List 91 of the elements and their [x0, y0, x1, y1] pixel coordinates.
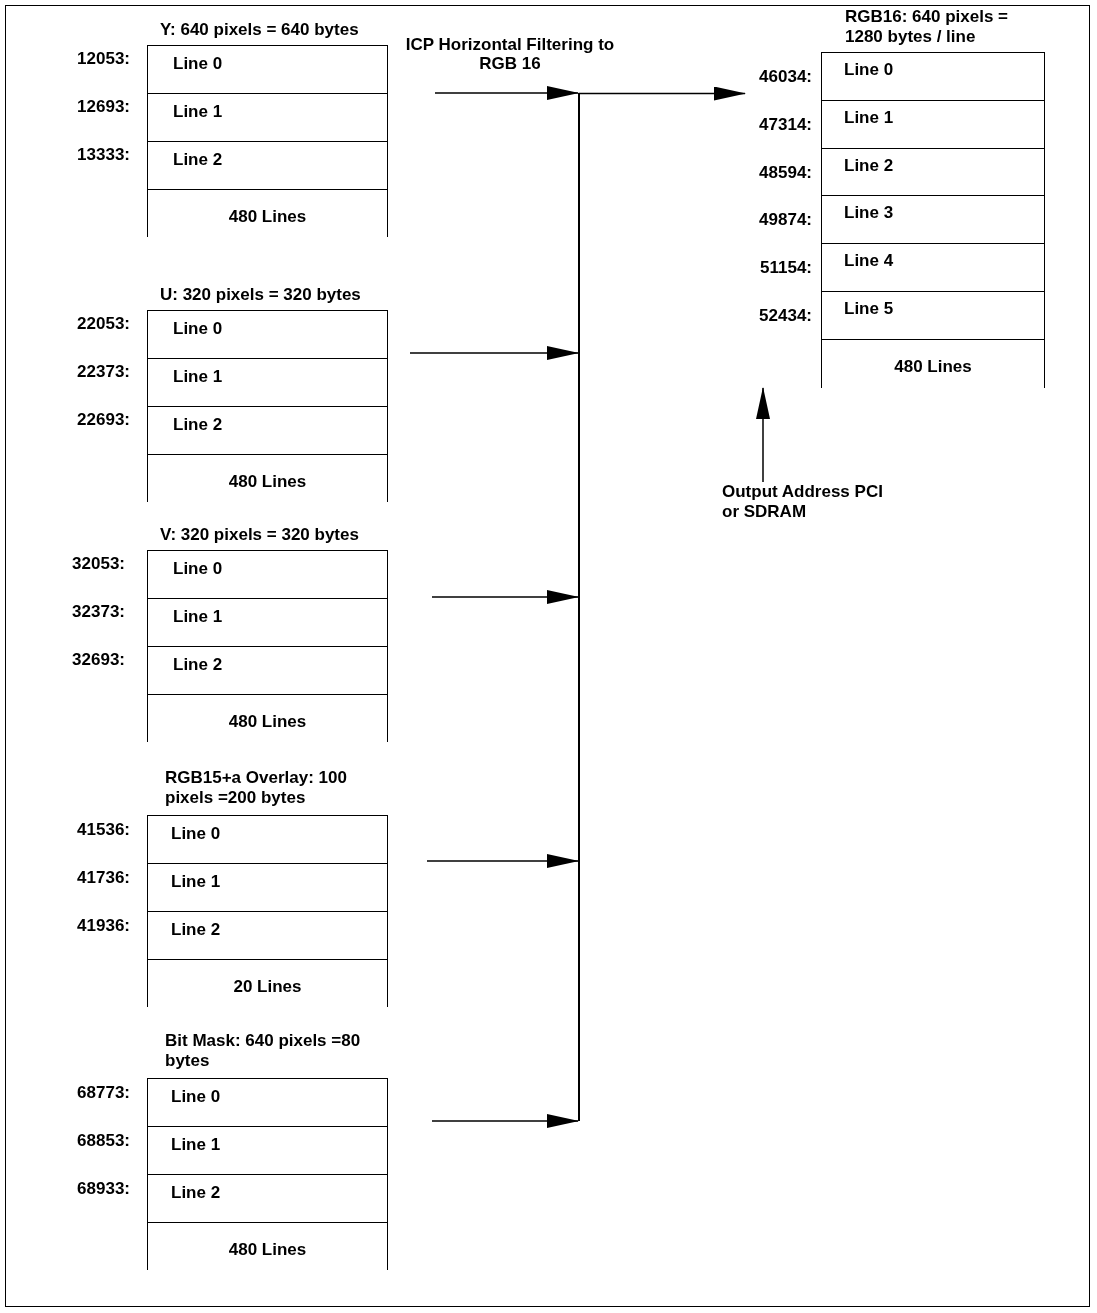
- row-label: 480 Lines: [893, 357, 973, 377]
- memory-row: [147, 310, 388, 358]
- address-label: 48594:: [759, 163, 812, 183]
- arrow: [431, 1114, 579, 1128]
- address-label: 32373:: [72, 602, 125, 622]
- edge-label: ICP Horizontal Filtering to RGB 16: [404, 35, 616, 73]
- memory-row: [147, 189, 388, 237]
- row-label: 480 Lines: [227, 712, 308, 732]
- row-label: Line 0: [171, 824, 221, 844]
- address-label: 46034:: [759, 67, 812, 87]
- memory-row: [147, 141, 388, 189]
- row-label: Line 2: [173, 415, 223, 435]
- arrow: [434, 86, 579, 100]
- memory-row: [147, 358, 388, 406]
- address-label: 47314:: [759, 115, 812, 135]
- row-label: Line 2: [171, 920, 221, 940]
- buffer-heading: RGB15+a Overlay: 100 pixels =200 bytes: [165, 768, 348, 808]
- memory-row: [147, 911, 388, 959]
- memory-row: [147, 550, 388, 598]
- memory-row: [147, 45, 388, 93]
- buffer-heading: Bit Mask: 640 pixels =80 bytes: [165, 1031, 362, 1071]
- address-label: 22373:: [77, 362, 130, 382]
- address-label: 12053:: [77, 49, 130, 69]
- row-label: Line 0: [173, 559, 223, 579]
- address-label: 12693:: [77, 97, 130, 117]
- memory-row: [147, 454, 388, 502]
- row-label: Line 0: [844, 60, 894, 80]
- memory-row: [821, 52, 1045, 100]
- address-label: 49874:: [759, 210, 812, 230]
- row-label: Line 0: [173, 319, 223, 339]
- memory-row: [821, 195, 1045, 243]
- buffer-heading: Y: 640 pixels = 640 bytes: [160, 20, 360, 40]
- row-label: Line 2: [173, 150, 223, 170]
- memory-row: [147, 1078, 388, 1126]
- memory-row: [821, 291, 1045, 339]
- address-label: 22693:: [77, 410, 130, 430]
- row-label: Line 4: [844, 251, 894, 271]
- memory-row: [821, 100, 1045, 148]
- address-label: 68773:: [77, 1083, 130, 1103]
- row-label: Line 1: [171, 1135, 221, 1155]
- row-label: Line 1: [173, 102, 223, 122]
- row-label: Line 1: [173, 607, 223, 627]
- row-label: Line 0: [171, 1087, 221, 1107]
- buffer-heading: RGB16: 640 pixels = 1280 bytes / line: [845, 7, 1009, 47]
- row-label: Line 3: [844, 203, 894, 223]
- row-label: 20 Lines: [232, 977, 303, 997]
- address-label: 22053:: [77, 314, 130, 334]
- memory-row: [147, 406, 388, 454]
- row-label: 480 Lines: [227, 207, 308, 227]
- memory-row: [147, 959, 388, 1007]
- row-label: Line 1: [171, 872, 221, 892]
- address-label: 41736:: [77, 868, 130, 888]
- address-label: 32693:: [72, 650, 125, 670]
- row-label: Line 1: [173, 367, 223, 387]
- row-label: Line 2: [844, 156, 894, 176]
- row-label: Line 2: [171, 1183, 221, 1203]
- memory-row: [821, 339, 1045, 388]
- memory-row: [147, 598, 388, 646]
- arrow: [426, 854, 579, 868]
- arrow: [578, 86, 746, 101]
- address-label: 68853:: [77, 1131, 130, 1151]
- arrow: [409, 346, 579, 360]
- address-label: 32053:: [72, 554, 125, 574]
- address-label: 13333:: [77, 145, 130, 165]
- memory-row: [147, 694, 388, 742]
- row-label: 480 Lines: [227, 472, 308, 492]
- address-label: 41536:: [77, 820, 130, 840]
- arrow: [756, 387, 770, 483]
- note-text: Output Address PCI or SDRAM: [722, 482, 892, 522]
- memory-row: [147, 1174, 388, 1222]
- bus-line: [578, 93, 580, 1121]
- address-label: 51154:: [760, 258, 812, 278]
- row-label: 480 Lines: [227, 1240, 308, 1260]
- address-label: 41936:: [77, 916, 130, 936]
- row-label: Line 5: [844, 299, 894, 319]
- memory-row: [821, 243, 1045, 291]
- buffer-heading: V: 320 pixels = 320 bytes: [160, 525, 360, 545]
- memory-row: [147, 93, 388, 141]
- memory-row: [821, 148, 1045, 196]
- address-label: 68933:: [77, 1179, 130, 1199]
- buffer-heading: U: 320 pixels = 320 bytes: [160, 285, 362, 305]
- memory-row: [147, 1222, 388, 1270]
- memory-row: [147, 863, 388, 911]
- row-label: Line 0: [173, 54, 223, 74]
- arrow: [431, 590, 579, 604]
- address-label: 52434:: [759, 306, 812, 326]
- memory-row: [147, 815, 388, 863]
- row-label: Line 2: [173, 655, 223, 675]
- memory-row: [147, 646, 388, 694]
- row-label: Line 1: [844, 108, 894, 128]
- memory-row: [147, 1126, 388, 1174]
